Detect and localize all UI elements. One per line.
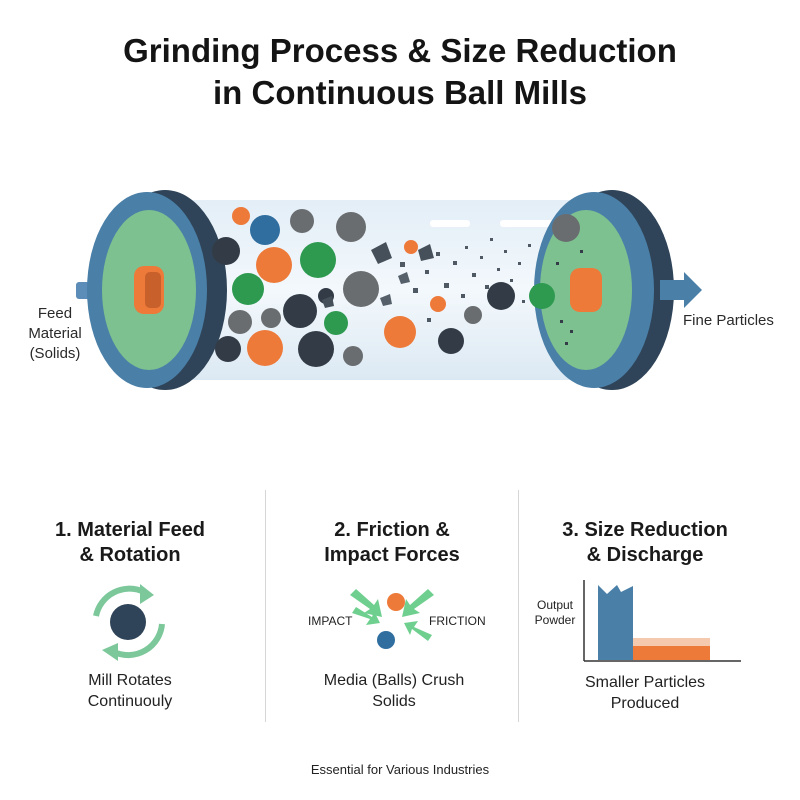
discharge-arrow-icon xyxy=(660,272,702,308)
grinding-media xyxy=(212,207,515,367)
ball xyxy=(247,330,283,366)
title-line-2: in Continuous Ball Mills xyxy=(213,74,587,111)
ball xyxy=(464,306,482,324)
panel-divider xyxy=(265,490,266,722)
panel-divider xyxy=(518,490,519,722)
feed-material-label: Feed Material (Solids) xyxy=(28,305,82,362)
ball xyxy=(404,240,418,254)
ball xyxy=(215,336,241,362)
ball xyxy=(256,247,292,283)
ball xyxy=(232,273,264,305)
ball xyxy=(250,215,280,245)
impact-arrow-icon xyxy=(352,607,380,625)
ball xyxy=(324,311,348,335)
rotation-arrow-bottom xyxy=(112,623,165,659)
impact-label: IMPACT xyxy=(308,614,353,628)
right-hub xyxy=(570,268,602,312)
ball xyxy=(283,294,317,328)
ball xyxy=(438,328,464,354)
crushed-fragments xyxy=(322,238,577,324)
ball xyxy=(212,237,240,265)
panel-1-caption: Mill Rotates Continuouly xyxy=(87,672,173,710)
ball-icon xyxy=(387,593,405,611)
output-powder-label: Output Powder xyxy=(534,598,576,627)
drum-highlight xyxy=(430,220,470,227)
coarse-particles-bar xyxy=(598,585,633,660)
fine-particles-bar-top xyxy=(633,638,710,646)
fine-particles-label: Fine Particles xyxy=(683,312,774,329)
footer-text: Essential for Various Industries xyxy=(310,762,490,777)
size-reduction-chart xyxy=(583,580,741,662)
left-hub-inner xyxy=(145,272,161,308)
ball-icon xyxy=(377,631,395,649)
panel-2-title: 2. Friction & Impact Forces xyxy=(324,519,460,566)
ball xyxy=(343,346,363,366)
page-title: Grinding Process & Size Reduction in Con… xyxy=(0,30,800,114)
panel-2-caption: Media (Balls) Crush Solids xyxy=(323,672,465,710)
ball xyxy=(298,331,334,367)
impact-friction-icon xyxy=(350,589,434,649)
friction-arrow-icon xyxy=(402,589,434,617)
impact-arrow-icon xyxy=(350,589,382,617)
ball xyxy=(487,282,515,310)
ball xyxy=(261,308,281,328)
ball xyxy=(343,271,379,307)
ball xyxy=(430,296,446,312)
panel-1-title: 1. Material Feed & Rotation xyxy=(54,519,206,566)
ball-mill-illustration xyxy=(76,190,702,390)
ball xyxy=(529,283,555,309)
discharge-fragments xyxy=(556,250,583,345)
ball xyxy=(336,212,366,242)
ball xyxy=(290,209,314,233)
ball xyxy=(232,207,250,225)
ball xyxy=(228,310,252,334)
ball xyxy=(552,214,580,242)
panel-3-title: 3. Size Reduction & Discharge xyxy=(562,519,728,566)
ball-icon xyxy=(110,604,146,640)
rotation-arrow-top xyxy=(93,585,146,617)
ball xyxy=(300,242,336,278)
fine-particles-bar xyxy=(633,646,710,660)
friction-arrow-icon xyxy=(404,621,432,641)
friction-label: FRICTION xyxy=(429,614,486,628)
ball xyxy=(384,316,416,348)
panel-3-caption: Smaller Particles Produced xyxy=(584,674,706,712)
rotation-icon xyxy=(93,584,165,661)
title-line-1: Grinding Process & Size Reduction xyxy=(123,32,677,69)
